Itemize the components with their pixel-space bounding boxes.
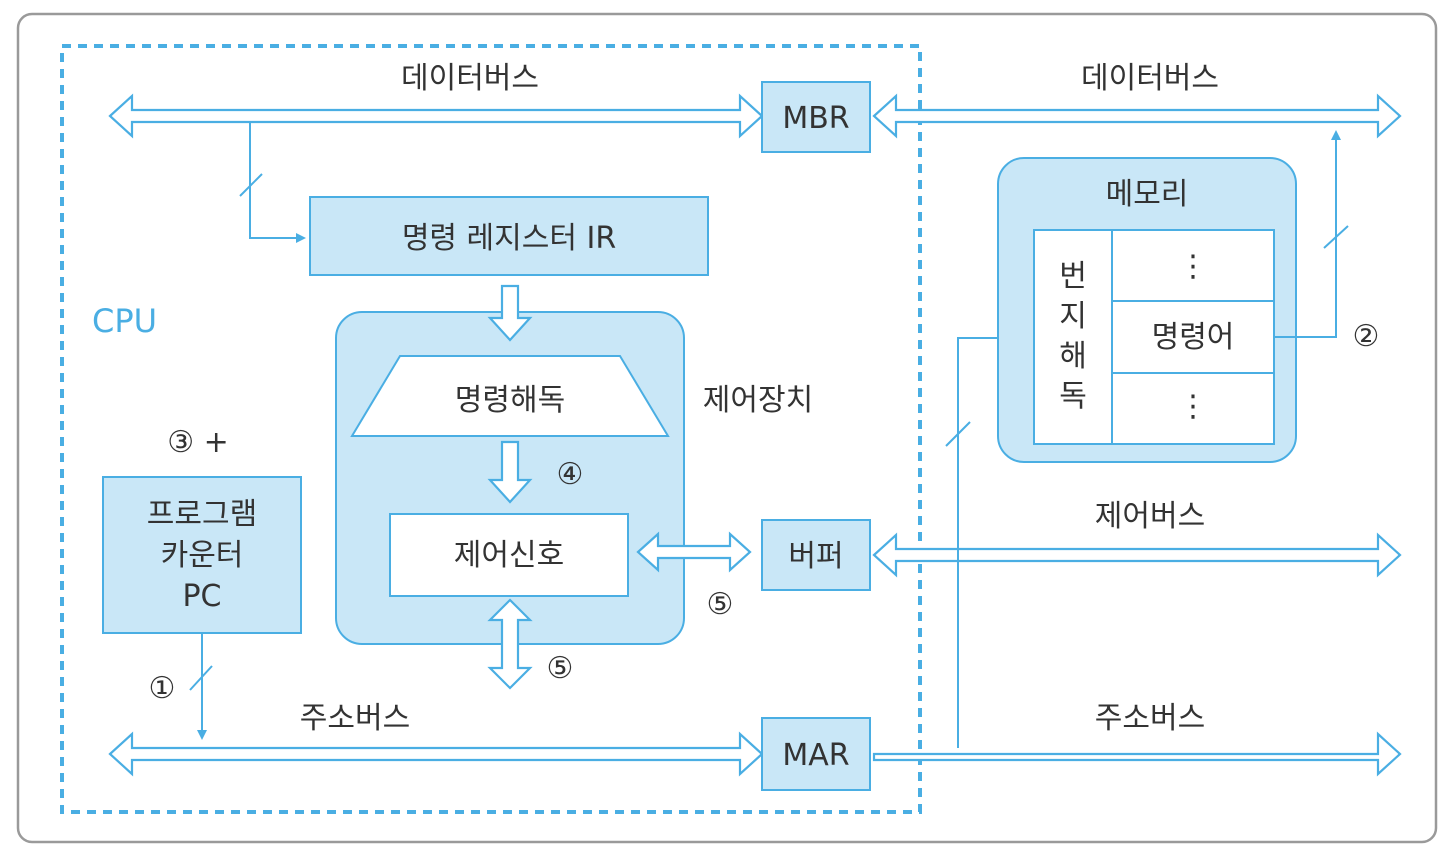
step5-marker-bottom: ⑤ bbox=[547, 651, 574, 686]
buffer-box bbox=[761, 519, 871, 591]
ir-to-decode-arrow bbox=[487, 284, 533, 342]
memory-dots-bottom: ⋮ bbox=[1178, 389, 1208, 424]
step4-marker: ④ bbox=[557, 457, 584, 492]
cpu-boundary bbox=[60, 44, 922, 814]
address-decode-char-4: 독 bbox=[1059, 379, 1087, 414]
instruction-to-databus-line bbox=[1274, 130, 1341, 338]
step1-marker: ① bbox=[149, 671, 176, 706]
address-decode-char-2: 지 bbox=[1059, 299, 1087, 334]
address-bus-right-label: 주소버스 bbox=[1095, 701, 1205, 736]
address-decode-char-3: 해 bbox=[1059, 339, 1087, 374]
mbr-box bbox=[761, 81, 871, 153]
address-bus-left-label: 주소버스 bbox=[300, 701, 410, 736]
data-bus-left-label: 데이터버스 bbox=[401, 61, 539, 96]
pc-label-line3: PC bbox=[182, 579, 221, 614]
ir-label: 명령 레지스터 IR bbox=[402, 221, 616, 256]
pc-label-line1: 프로그램 bbox=[147, 497, 257, 532]
step3-marker: ③ + bbox=[167, 425, 229, 460]
pc-label-line2: 카운터 bbox=[161, 538, 244, 573]
memory-cell-bottom bbox=[1111, 372, 1275, 445]
control-bus-arrow bbox=[872, 532, 1402, 578]
ir-box bbox=[309, 196, 709, 276]
buffer-label: 버퍼 bbox=[788, 539, 843, 574]
address-bus-right-arrow bbox=[872, 731, 1402, 777]
mar-box bbox=[761, 717, 871, 791]
signal-buffer-arrow bbox=[636, 531, 752, 573]
control-unit-label: 제어장치 bbox=[703, 383, 813, 418]
memory-dots-top: ⋮ bbox=[1178, 249, 1208, 284]
decode-to-signal-arrow bbox=[487, 440, 533, 504]
instruction-decode-shape bbox=[350, 355, 670, 437]
control-signal-label: 제어신호 bbox=[454, 538, 564, 573]
databus-to-ir-line bbox=[249, 122, 306, 243]
data-bus-right-arrow bbox=[872, 93, 1402, 139]
control-signal-box bbox=[389, 513, 629, 597]
address-decode-cell bbox=[1033, 229, 1113, 445]
step2-marker: ② bbox=[1353, 319, 1380, 354]
cpu-label: CPU bbox=[92, 302, 157, 340]
instruction-decode-label: 명령해독 bbox=[455, 383, 565, 418]
pc-slash-mark bbox=[189, 665, 213, 691]
data-bus-right-label: 데이터버스 bbox=[1081, 61, 1219, 96]
memory-title: 메모리 bbox=[1106, 177, 1189, 212]
mar-label: MAR bbox=[782, 738, 849, 773]
signal-vertical-arrow bbox=[487, 598, 533, 690]
control-bus-label: 제어버스 bbox=[1095, 499, 1205, 534]
memory-cell-top bbox=[1111, 229, 1275, 302]
step5-marker-right: ⑤ bbox=[707, 587, 734, 622]
mbr-label: MBR bbox=[782, 101, 849, 136]
program-counter-box bbox=[102, 476, 302, 634]
databus-slash-mark bbox=[239, 173, 263, 197]
memory-instruction-label: 명령어 bbox=[1152, 320, 1235, 355]
instruction-slash-mark bbox=[1323, 225, 1349, 249]
address-slash-mark bbox=[945, 421, 971, 447]
address-decode-char-1: 번 bbox=[1059, 259, 1087, 294]
